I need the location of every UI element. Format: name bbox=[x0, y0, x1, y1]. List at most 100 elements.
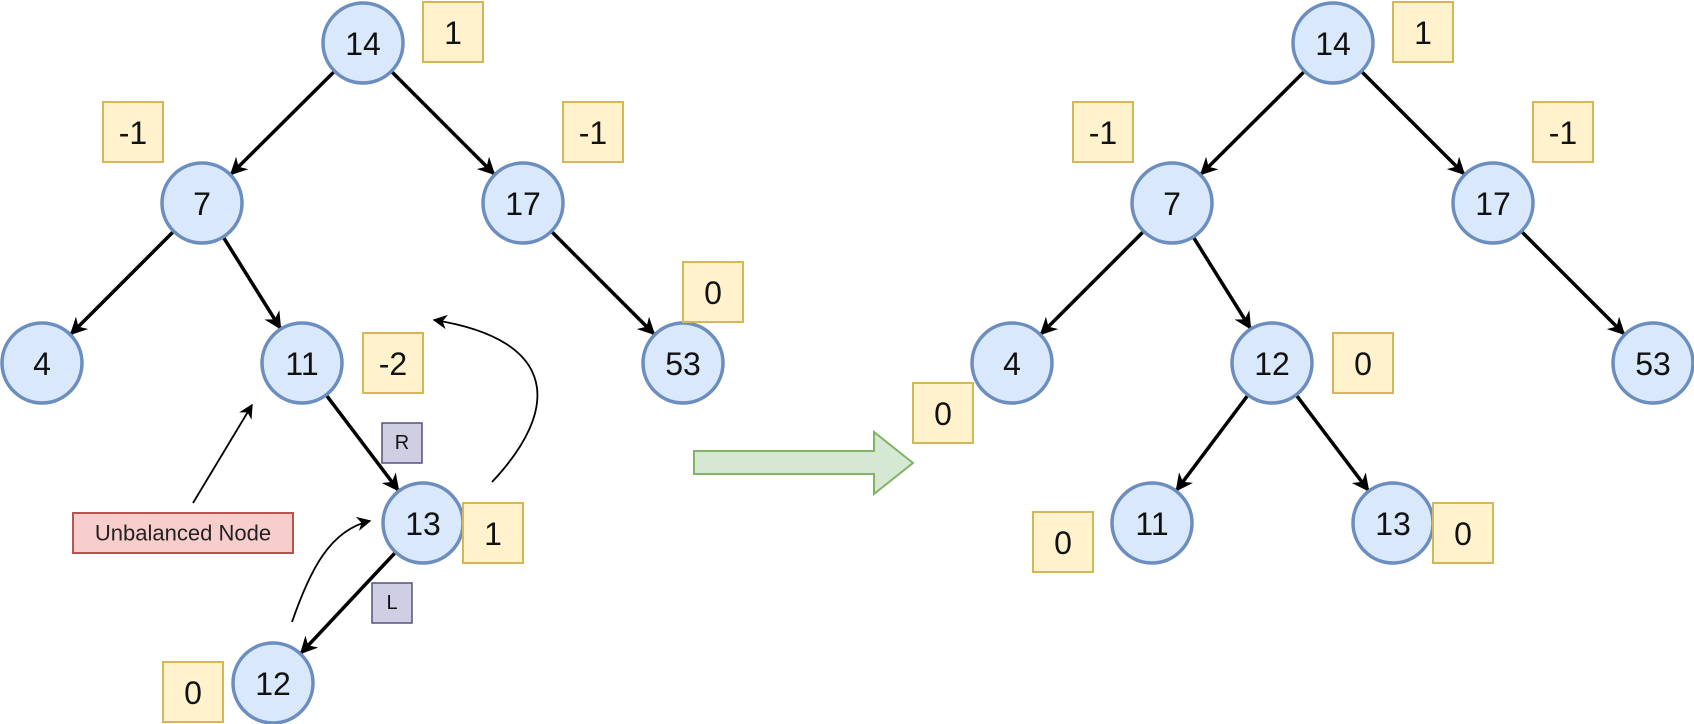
after-node-53-label: 53 bbox=[1635, 346, 1671, 382]
before-node-7-circle bbox=[160, 161, 244, 245]
after-balance-value-4: 0 bbox=[934, 396, 952, 432]
rotation-label-r-text: R bbox=[395, 432, 409, 454]
before-edge-7-to-11 bbox=[221, 235, 282, 330]
after-balance-factor-node-13: 0 bbox=[1432, 502, 1494, 564]
after-balance-factor-node-12: 0 bbox=[1332, 332, 1394, 394]
after-balance-factor-node-11: 0 bbox=[1032, 511, 1094, 573]
after-balance-value-17: -1 bbox=[1549, 115, 1577, 151]
rotation-curves bbox=[192, 314, 539, 623]
before-balance-box-14 bbox=[422, 1, 484, 63]
rotation-label-l: L bbox=[371, 582, 413, 624]
after-edge-14-to-17 bbox=[1360, 70, 1466, 176]
before-balance-factor-node-13: 1 bbox=[462, 502, 524, 564]
rotate-left-curve bbox=[291, 516, 372, 623]
after-node-17: 17 bbox=[1451, 161, 1535, 245]
after-node-4-label: 4 bbox=[1003, 346, 1021, 382]
after-node-53: 53 bbox=[1611, 321, 1694, 405]
after-balance-box-13 bbox=[1432, 502, 1494, 564]
before-node-4-circle bbox=[0, 321, 84, 405]
unbalanced-node-note-text: Unbalanced Node bbox=[95, 521, 271, 546]
after-balance-value-7: -1 bbox=[1089, 115, 1117, 151]
before-node-14: 14 bbox=[321, 1, 405, 85]
after-balance-factor-node-17: -1 bbox=[1532, 101, 1594, 163]
after-node-14-label: 14 bbox=[1315, 26, 1351, 62]
after-balance-box-4 bbox=[912, 382, 974, 444]
after-node-11-label: 11 bbox=[1135, 506, 1168, 542]
balance-factors-layer: 1 -1 -1 0 -2 1 0 1 -1 -1 0 0 0 0 bbox=[102, 1, 1594, 723]
before-node-17-circle bbox=[481, 161, 565, 245]
before-node-4: 4 bbox=[0, 321, 84, 405]
after-balance-factor-node-4: 0 bbox=[912, 382, 974, 444]
before-edge-14-to-17 bbox=[390, 70, 496, 176]
after-node-11-circle bbox=[1110, 481, 1194, 565]
after-balance-factor-node-14: 1 bbox=[1392, 1, 1454, 63]
after-edge-12-to-13 bbox=[1294, 393, 1370, 492]
after-node-12-label: 12 bbox=[1254, 346, 1290, 382]
before-balance-box-11 bbox=[362, 332, 424, 394]
before-balance-value-14: 1 bbox=[444, 15, 462, 51]
before-edge-7-to-4 bbox=[69, 230, 175, 336]
after-edge-12-to-11 bbox=[1175, 393, 1250, 492]
after-balance-box-11 bbox=[1032, 511, 1094, 573]
before-balance-value-7: -1 bbox=[119, 115, 147, 151]
before-balance-box-17 bbox=[562, 101, 624, 163]
before-node-17: 17 bbox=[481, 161, 565, 245]
before-node-7: 7 bbox=[160, 161, 244, 245]
after-node-14-circle bbox=[1291, 1, 1375, 85]
before-node-7-label: 7 bbox=[193, 186, 211, 222]
after-balance-box-12 bbox=[1332, 332, 1394, 394]
before-balance-value-11: -2 bbox=[379, 346, 407, 382]
after-balance-box-14 bbox=[1392, 1, 1454, 63]
before-node-11: 11 bbox=[260, 321, 344, 405]
after-node-17-label: 17 bbox=[1475, 186, 1511, 222]
before-node-14-label: 14 bbox=[345, 26, 381, 62]
before-balance-box-53 bbox=[682, 261, 744, 323]
after-balance-factor-node-7: -1 bbox=[1072, 101, 1134, 163]
after-node-7: 7 bbox=[1130, 161, 1214, 245]
before-balance-value-53: 0 bbox=[704, 275, 722, 311]
before-balance-value-12: 0 bbox=[184, 675, 202, 711]
after-node-12: 12 bbox=[1230, 321, 1314, 405]
after-node-14: 14 bbox=[1291, 1, 1375, 85]
before-node-12: 12 bbox=[231, 641, 315, 724]
after-edge-14-to-7 bbox=[1199, 69, 1306, 176]
before-balance-factor-node-12: 0 bbox=[162, 661, 224, 723]
after-edge-17-to-53 bbox=[1520, 230, 1626, 336]
before-node-13-label: 13 bbox=[405, 506, 441, 542]
before-edge-11-to-13 bbox=[324, 393, 400, 492]
before-balance-factor-node-17: -1 bbox=[562, 101, 624, 163]
before-node-11-circle bbox=[260, 321, 344, 405]
transform-arrow bbox=[693, 429, 915, 497]
after-balance-value-11: 0 bbox=[1054, 525, 1072, 561]
before-balance-factor-node-11: -2 bbox=[362, 332, 424, 394]
rotation-label-r: R bbox=[381, 422, 423, 464]
before-node-13: 13 bbox=[381, 481, 465, 565]
before-node-17-label: 17 bbox=[505, 186, 541, 222]
after-edge-7-to-4 bbox=[1039, 230, 1145, 336]
after-node-4: 4 bbox=[970, 321, 1054, 405]
before-node-12-label: 12 bbox=[255, 666, 291, 702]
unbalanced-node-note: Unbalanced Node bbox=[72, 512, 294, 554]
before-node-11-label: 11 bbox=[285, 346, 318, 382]
before-node-53: 53 bbox=[641, 321, 725, 405]
after-node-13: 13 bbox=[1351, 481, 1435, 565]
before-node-4-label: 4 bbox=[33, 346, 51, 382]
before-balance-box-13 bbox=[462, 502, 524, 564]
before-balance-box-12 bbox=[162, 661, 224, 723]
before-balance-factor-node-7: -1 bbox=[102, 101, 164, 163]
after-node-4-circle bbox=[970, 321, 1054, 405]
before-node-14-circle bbox=[321, 1, 405, 85]
after-balance-value-13: 0 bbox=[1454, 516, 1472, 552]
after-node-7-label: 7 bbox=[1163, 186, 1181, 222]
rotation-label-l-text: L bbox=[386, 592, 397, 614]
before-balance-factor-node-53: 0 bbox=[682, 261, 744, 323]
before-edge-17-to-53 bbox=[550, 230, 656, 336]
after-balance-value-12: 0 bbox=[1354, 346, 1372, 382]
after-node-12-circle bbox=[1230, 321, 1314, 405]
before-balance-box-7 bbox=[102, 101, 164, 163]
after-node-53-circle bbox=[1611, 321, 1694, 405]
before-balance-value-13: 1 bbox=[484, 516, 502, 552]
edges-layer bbox=[69, 69, 1626, 655]
